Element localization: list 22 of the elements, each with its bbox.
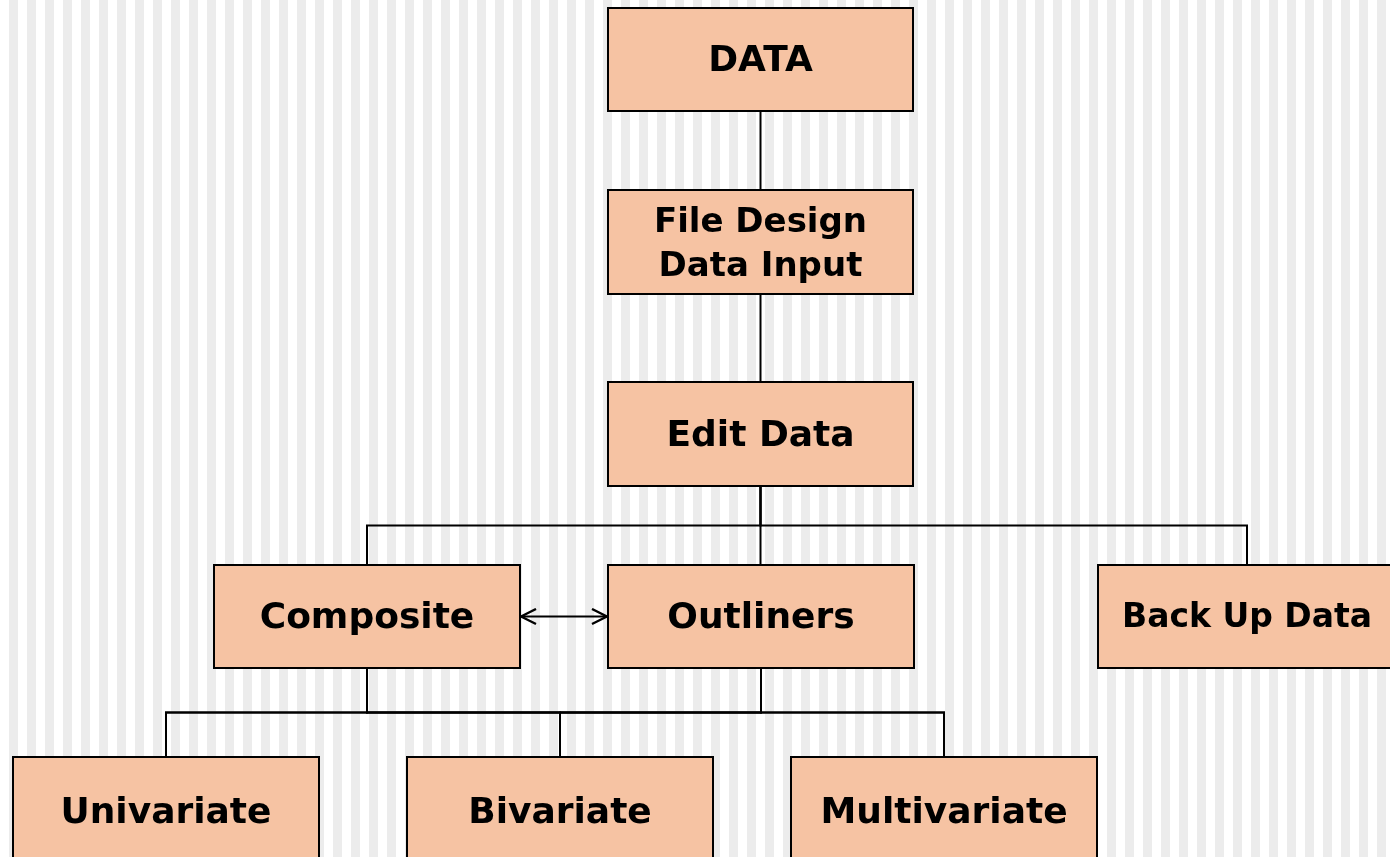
process-box — [607, 189, 914, 295]
process-box — [12, 756, 320, 857]
process-box — [607, 564, 915, 669]
connector-line — [760, 668, 945, 757]
box-label: Composite — [259, 594, 475, 639]
box-label: Back Up Data — [1122, 595, 1372, 638]
box-label: Multivariate — [820, 788, 1068, 833]
connector-line — [759, 294, 762, 382]
process-box — [213, 564, 521, 669]
process-box — [1097, 564, 1390, 669]
connector-line — [759, 111, 762, 190]
box-label: DATA — [708, 37, 813, 82]
process-box — [607, 381, 914, 487]
process-box — [607, 7, 914, 112]
box-label: Univariate — [60, 788, 272, 833]
process-box — [406, 756, 714, 857]
box-label: Outliners — [667, 594, 855, 639]
connector-line — [759, 486, 1248, 565]
box-label: Edit Data — [666, 411, 855, 456]
process-box — [790, 756, 1098, 857]
box-label: File Design Data Input — [652, 198, 869, 286]
box-label: Bivariate — [468, 788, 652, 833]
